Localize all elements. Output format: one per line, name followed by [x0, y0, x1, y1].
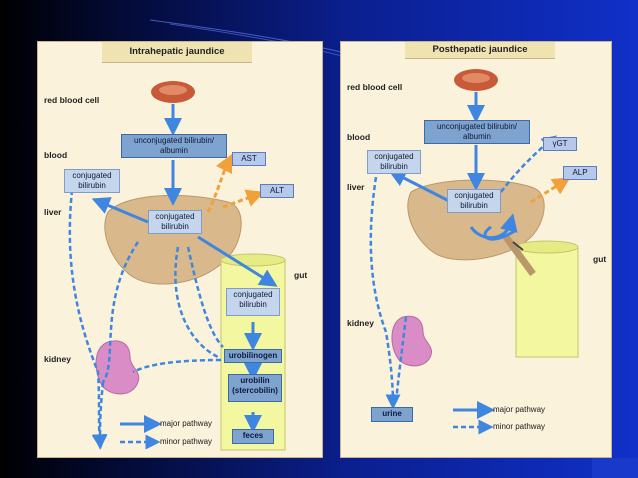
ygt-box: γGT: [543, 137, 577, 151]
label-kidney: kidney: [347, 318, 374, 328]
alp-box: ALP: [563, 166, 597, 180]
label-blood: blood: [347, 132, 371, 142]
conjugated-bilirubin-gut-box: conjugated bilirubin: [226, 288, 280, 316]
gut-cylinder: [515, 240, 579, 358]
label-red-blood-cell: red blood cell: [44, 95, 100, 105]
conjugated-bilirubin-liver-box: conjugated bilirubin: [148, 210, 202, 234]
panel-title: Intrahepatic jaundice: [102, 42, 252, 63]
feces-box: feces: [232, 429, 274, 444]
label-red-blood-cell: red blood cell: [347, 82, 403, 92]
conjugated-bilirubin-liver-box: conjugated bilirubin: [447, 189, 501, 213]
legend-major-label: major pathway: [493, 405, 546, 414]
label-blood: blood: [44, 150, 68, 160]
urobilinogen-box: urobilinogen: [224, 349, 282, 363]
urine-box: urine: [371, 407, 413, 422]
legend-minor-label: minor pathway: [493, 422, 546, 431]
label-liver: liver: [347, 182, 365, 192]
ast-box: AST: [232, 152, 266, 166]
kidney-shape: [391, 315, 433, 367]
alt-box: ALT: [260, 184, 294, 198]
label-kidney: kidney: [44, 354, 71, 364]
legend-minor-label: minor pathway: [160, 437, 213, 446]
unconjugated-bilirubin-box: unconjugated bilirubin/ albumin: [424, 120, 530, 144]
conjugated-bilirubin-blood-box: conjugated bilirubin: [64, 169, 120, 193]
posthepatic-panel: Posthepatic jaundice: [340, 41, 612, 458]
conjugated-bilirubin-blood-box: conjugated bilirubin: [367, 150, 421, 174]
unconjugated-bilirubin-box: unconjugated bilirubin/ albumin: [121, 134, 227, 158]
panel-title: Posthepatic jaundice: [405, 42, 555, 59]
urobilin-box: urobilin (stercobilin): [228, 374, 282, 402]
intrahepatic-panel: Intrahepatic jaundice: [37, 41, 323, 458]
legend-major-label: major pathway: [160, 419, 213, 428]
label-gut: gut: [294, 270, 308, 280]
label-gut: gut: [593, 254, 607, 264]
posthepatic-diagram: [369, 69, 579, 435]
label-liver: liver: [44, 207, 62, 217]
